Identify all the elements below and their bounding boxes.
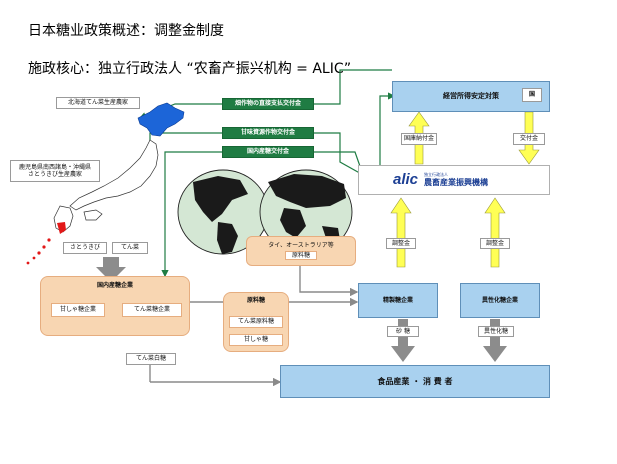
sugarcane-text: さとうきび	[69, 244, 100, 252]
island-3	[37, 251, 41, 255]
island-4	[32, 256, 36, 260]
refiner-text: 精製糖企業	[382, 296, 413, 304]
domestic-sugar-title: 国内産糖企業	[96, 282, 133, 289]
isomerized-company-box: 異性化糖企業	[460, 283, 540, 318]
treasury-payment-text: 国庫納付金	[403, 135, 434, 143]
adjustment-left-label: 調整金	[386, 238, 416, 249]
beet-raw-sugar-box: てん菜原料糖	[229, 316, 283, 328]
sugarcane-label: さとうきび	[63, 242, 107, 254]
isomerized-down-arrow	[483, 319, 507, 362]
beet-white-sugar-text: てん菜白糖	[135, 355, 166, 363]
sugar-flow-text: 砂 糖	[396, 327, 410, 335]
cane-raw-sugar-box: 甘しゃ糖	[229, 334, 283, 346]
import-to-refiner-line	[299, 264, 359, 297]
adjustment-left-text: 調整金	[391, 239, 410, 247]
refiner-down-arrow	[391, 319, 415, 362]
domestic-sugar-grant-text: 国内産糖交付金	[246, 148, 289, 156]
domestic-sugar-grant-label: 国内産糖交付金	[222, 146, 314, 158]
alic-to-gov-line	[379, 92, 396, 165]
beet-white-sugar-label: てん菜白糖	[126, 353, 176, 365]
beet-label: てん菜	[112, 242, 148, 254]
hokkaido-producers-text: 北海道てん菜生産農家	[67, 99, 128, 107]
shikoku-shape	[83, 209, 103, 221]
beet-raw-sugar-text: てん菜原料糖	[237, 318, 274, 326]
sugarcane-grant-text: 甘味資源作物交付金	[240, 129, 295, 137]
sugarcane-grant-to-alic-line	[314, 132, 366, 177]
alic-box: alic 独立行政法人 農畜産業振興機構	[358, 165, 550, 195]
import-countries-text: タイ、オーストラリア等	[268, 241, 334, 249]
alic-small-text: 独立行政法人	[424, 171, 449, 177]
page-subtitle: 施政核心：独立行政法人 “农畜产振兴机构 = ALIC”	[28, 61, 352, 77]
cane-company-box: 甘しゃ糖企業	[51, 303, 105, 317]
adjustment-right-text: 調整金	[485, 239, 504, 247]
hokkaido-shape	[137, 102, 185, 137]
crops-down-arrow	[96, 257, 126, 282]
isomerized-company-text: 異性化糖企業	[481, 296, 518, 304]
adjustment-right-arrow	[484, 197, 506, 268]
cane-company-text: 甘しゃ糖企業	[59, 306, 96, 314]
grant-label: 交付金	[513, 133, 545, 145]
income-stabilization-text: 経営所得安定対策	[443, 92, 499, 101]
alic-name-text: 農畜産業振興機構	[424, 177, 489, 187]
kagoshima-producers-text-2: さとうきび生産農家	[27, 171, 82, 178]
direct-payment-label: 畑作物の直接支払交付金	[222, 98, 314, 110]
country-box: 国	[522, 88, 542, 102]
treasury-payment-label: 国庫納付金	[401, 133, 437, 145]
honshu-shape	[69, 139, 159, 211]
cane-raw-sugar-text: 甘しゃ糖	[243, 336, 268, 344]
island-1	[47, 238, 51, 242]
domestic-grant-line	[161, 151, 222, 278]
raw-material-title: 原料糖	[246, 297, 265, 304]
hokkaido-producers-label: 北海道てん菜生産農家	[56, 97, 140, 109]
consumer-text: 食品産業 ・ 消 費 者	[377, 376, 453, 386]
island-5	[26, 261, 30, 265]
beet-company-text: てん菜糖企業	[133, 306, 170, 314]
kagoshima-highlight	[57, 222, 66, 234]
sugarcane-grant-label: 甘味資源作物交付金	[222, 127, 314, 139]
direct-payment-to-gov-line	[314, 69, 392, 105]
kagoshima-producers-text-1: 鹿児島県南西諸島・沖縄県	[18, 163, 91, 171]
beet-company-box: てん菜糖企業	[122, 303, 182, 317]
country-text: 国	[528, 91, 535, 99]
adjustment-right-label: 調整金	[480, 238, 510, 249]
page-title: 日本糖业政策概述：调整金制度	[28, 23, 224, 39]
beet-text: てん菜	[120, 244, 139, 252]
consumer-box: 食品産業 ・ 消 費 者	[280, 365, 550, 398]
sugar-flow-label: 砂 糖	[387, 326, 419, 337]
alic-name-block: 独立行政法人 農畜産業振興機構	[424, 171, 489, 187]
grant-text: 交付金	[519, 135, 538, 143]
refiner-box: 精製糖企業	[358, 283, 438, 318]
adjustment-left-arrow	[390, 197, 412, 268]
kagoshima-producers-label: 鹿児島県南西諸島・沖縄県 さとうきび生産農家	[10, 160, 100, 182]
alic-logo: alic	[393, 171, 419, 188]
isomerized-flow-text: 異性化糖	[483, 327, 508, 335]
direct-payment-text: 畑作物の直接支払交付金	[234, 100, 301, 108]
isomerized-flow-label: 異性化糖	[478, 326, 514, 337]
island-2	[42, 245, 46, 249]
import-box: タイ、オーストラリア等 原料糖	[246, 236, 356, 266]
import-raw-sugar-text: 原料糖	[284, 251, 317, 261]
